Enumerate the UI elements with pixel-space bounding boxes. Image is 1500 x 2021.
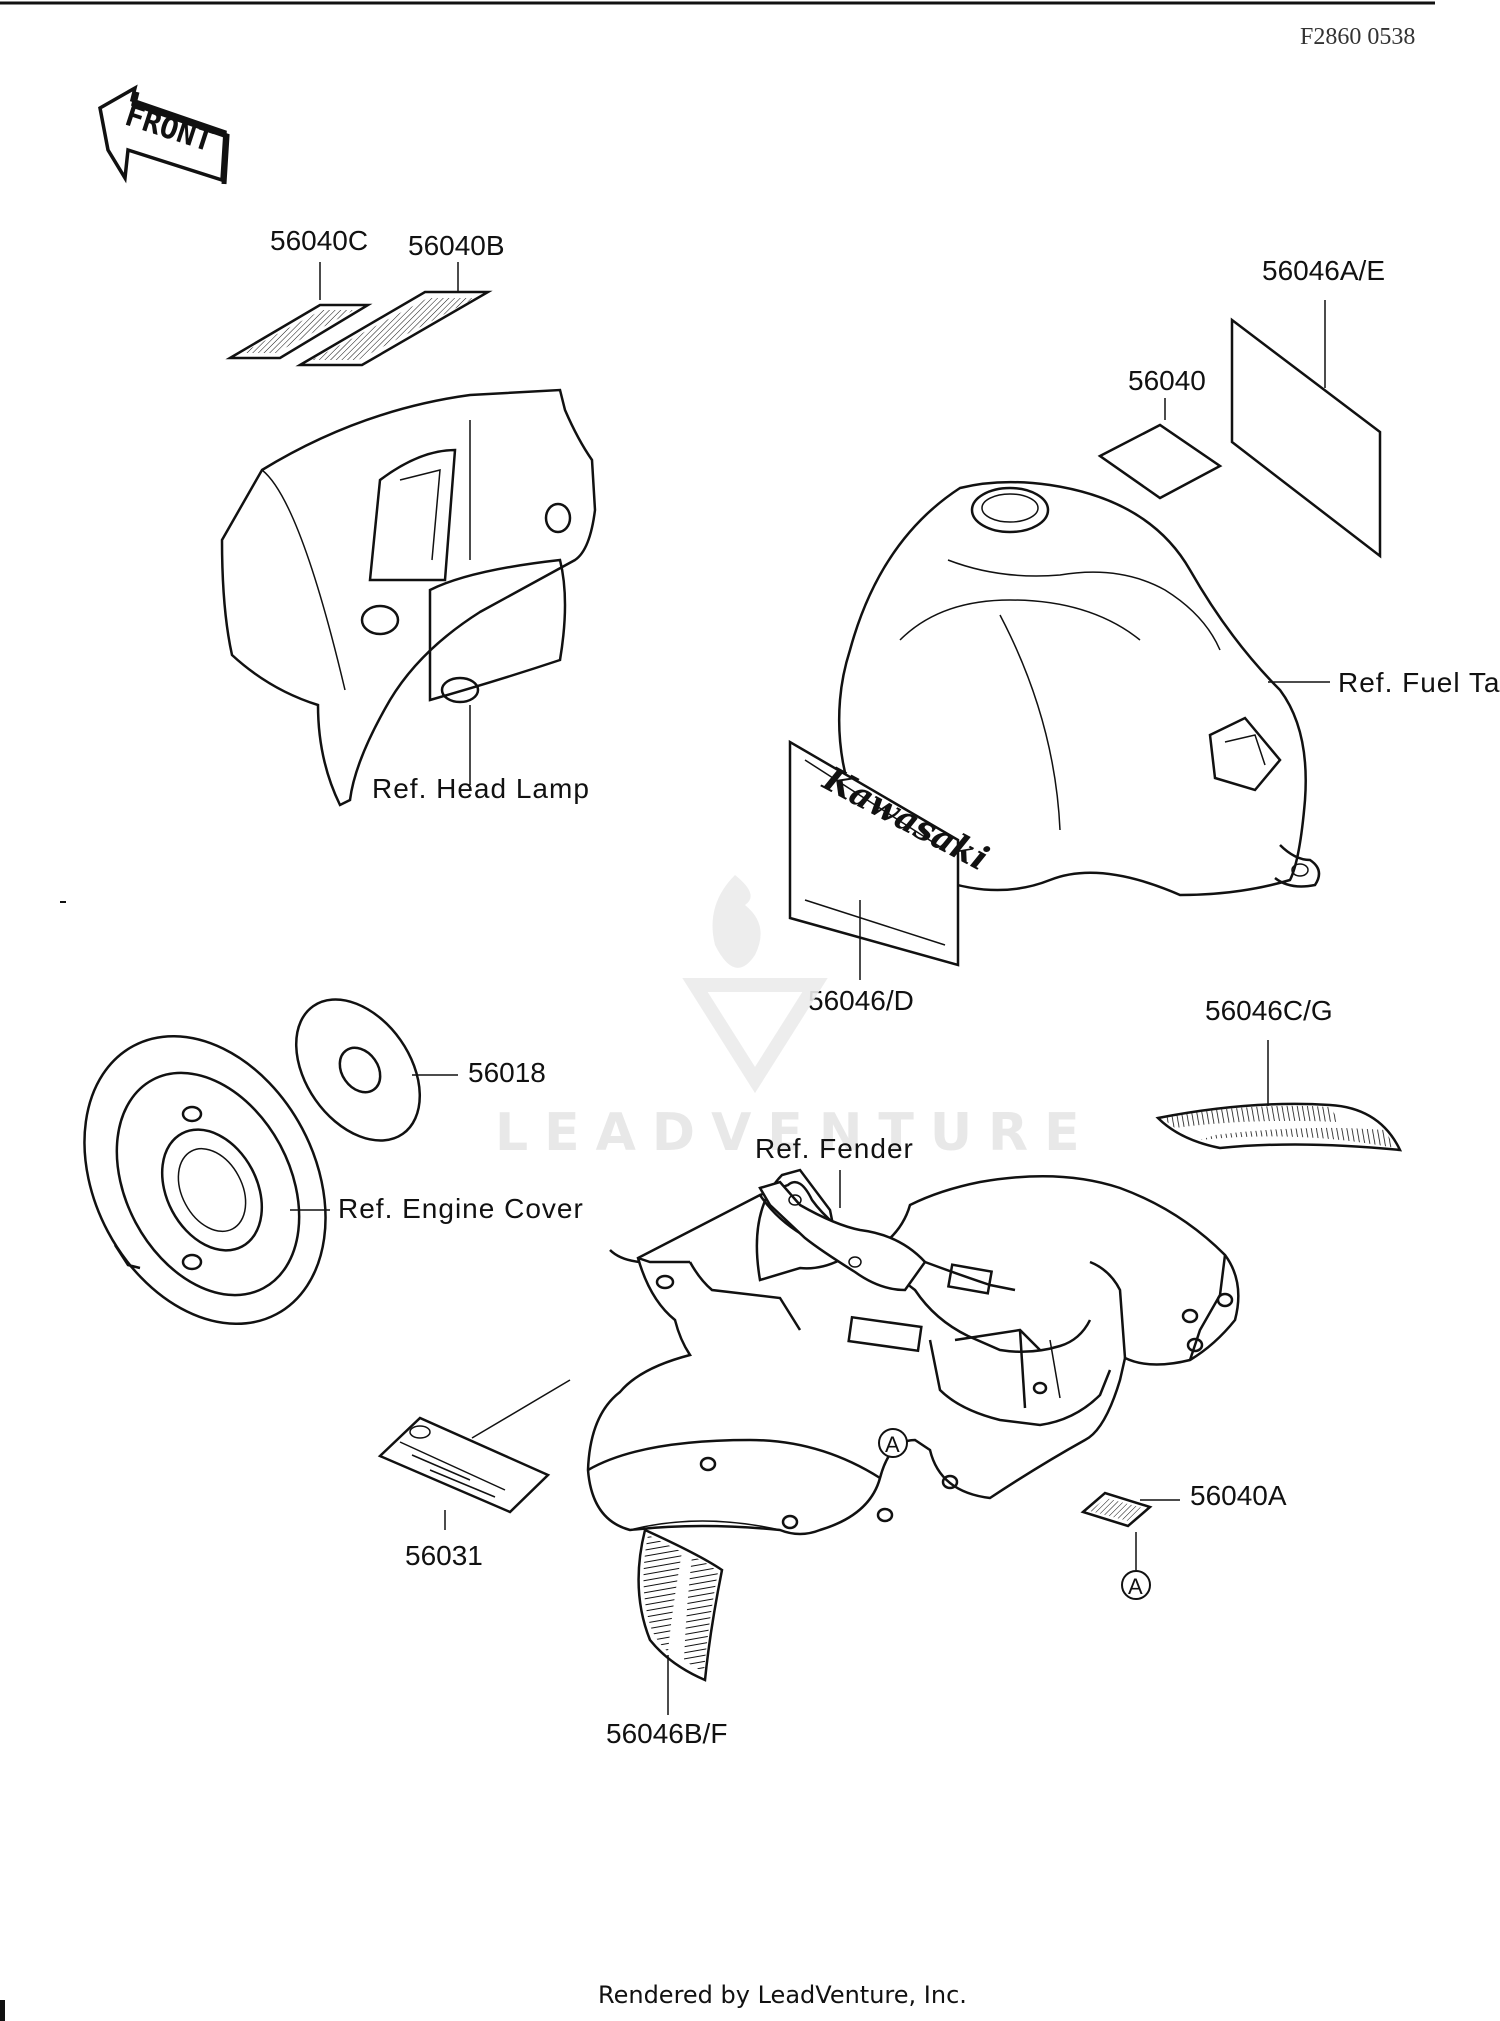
label-ref-fender: Ref. Fender <box>755 1133 914 1164</box>
decal-56046bf <box>637 1528 724 1715</box>
label-56046d: 56046/D <box>808 985 914 1016</box>
decal-56040a <box>1080 1491 1180 1570</box>
label-ref-engine-cover: Ref. Engine Cover <box>338 1193 584 1224</box>
decal-56046cg <box>1155 1040 1403 1152</box>
label-ref-head-lamp: Ref. Head Lamp <box>372 773 590 804</box>
label-56040c: 56040C <box>270 225 368 256</box>
svg-text:A: A <box>1128 1574 1143 1599</box>
decal-56040b <box>295 262 493 367</box>
head-lamp-housing <box>220 388 597 807</box>
fuel-tank <box>837 480 1321 897</box>
fender-bracket <box>758 1170 927 1292</box>
label-56040: 56040 <box>1128 365 1206 396</box>
bottom-left-mark <box>0 2000 5 2021</box>
footer-credit: Rendered by LeadVenture, Inc. <box>598 1981 967 2009</box>
label-56040a: 56040A <box>1190 1480 1287 1511</box>
decal-56046ae <box>1230 300 1382 559</box>
label-56018: 56018 <box>468 1057 546 1088</box>
label-56040b: 56040B <box>408 230 505 261</box>
washer-56018 <box>294 998 458 1142</box>
rear-fender <box>586 1168 1240 1536</box>
label-56046ae: 56046A/E <box>1262 255 1385 286</box>
svg-text:A: A <box>885 1432 900 1457</box>
label-56046cg: 56046C/G <box>1205 995 1333 1026</box>
label-ref-fuel-tank: Ref. Fuel Ta <box>1338 667 1500 698</box>
leadventure-watermark: LEADVENTURE <box>495 875 1096 1163</box>
document-id: F2860 0538 <box>1300 24 1415 50</box>
engine-cover <box>83 1034 330 1326</box>
svg-text:LEADVENTURE: LEADVENTURE <box>495 1103 1096 1163</box>
label-56046bf: 56046B/F <box>606 1718 727 1749</box>
decal-56040c <box>225 262 373 360</box>
callout-a-fender: A <box>878 1428 908 1458</box>
decal-56040 <box>1097 398 1223 500</box>
callout-a-decal: A <box>1121 1570 1151 1600</box>
decal-56031 <box>377 1379 571 1530</box>
label-56031: 56031 <box>405 1540 483 1571</box>
front-arrow-icon: FRONT <box>98 84 230 185</box>
